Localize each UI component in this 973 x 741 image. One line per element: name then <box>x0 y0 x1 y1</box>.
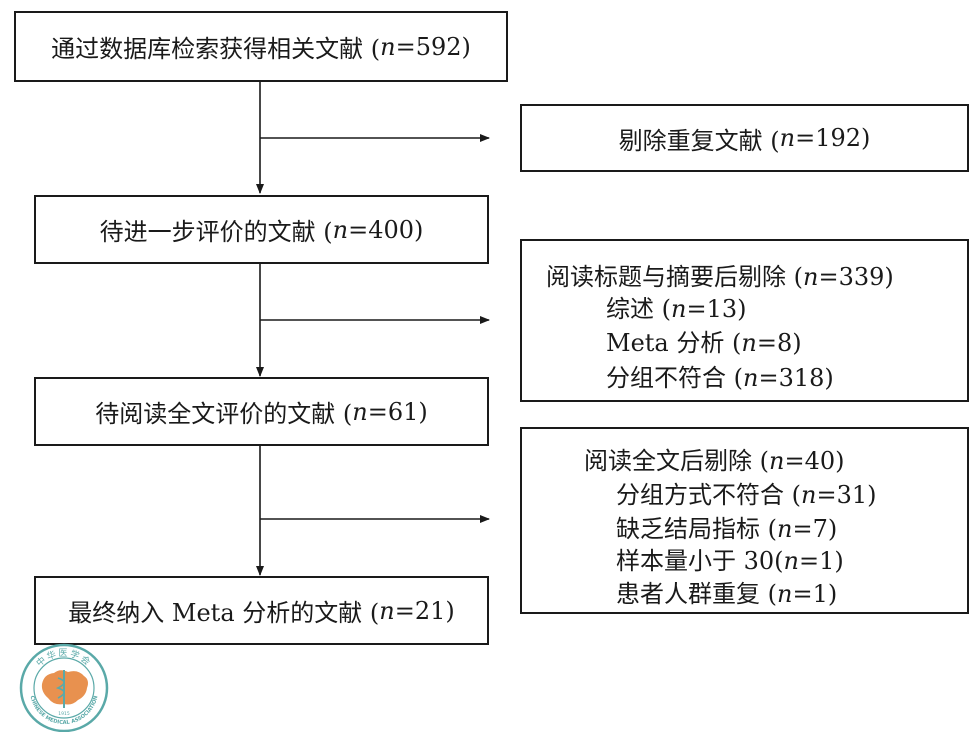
abstract-excl-title: 阅读标题与摘要后剔除 (n=339) <box>546 263 894 291</box>
fulltext-excl-item: 分组方式不符合 (n=31) <box>616 481 877 509</box>
box-fulltext-exclusions: 阅读全文后剔除 (n=40) 分组方式不符合 (n=31) 缺乏结局指标 (n=… <box>520 427 969 614</box>
box-fulltext-eval: 待阅读全文评价的文献 (n=61) <box>34 377 489 446</box>
box-further-eval: 待进一步评价的文献 (n=400) <box>34 195 489 264</box>
abstract-excl-item: 综述 (n=13) <box>606 295 747 323</box>
box-duplicates: 剔除重复文献 (n=192) <box>520 104 969 172</box>
box-abstract-exclusions: 阅读标题与摘要后剔除 (n=339) 综述 (n=13) Meta 分析 (n=… <box>520 239 969 402</box>
fulltext-excl-title: 阅读全文后剔除 (n=40) <box>584 447 845 475</box>
fulltext-excl-item: 患者人群重复 (n=1) <box>616 580 838 608</box>
abstract-excl-item: 分组不符合 (n=318) <box>606 364 834 392</box>
fulltext-excl-item: 样本量小于 30(n=1) <box>616 547 844 575</box>
fulltext-excl-item: 缺乏结局指标 (n=7) <box>616 515 838 543</box>
svg-text:1915: 1915 <box>58 711 70 717</box>
box-search: 通过数据库检索获得相关文献 (n=592) <box>14 11 508 82</box>
box-final-included: 最终纳入 Meta 分析的文献 (n=21) <box>34 576 489 645</box>
abstract-excl-item: Meta 分析 (n=8) <box>606 329 802 357</box>
cma-logo-icon: 中华医学会 CHINESE MEDICAL ASSOCIATION 1915 <box>19 643 109 732</box>
